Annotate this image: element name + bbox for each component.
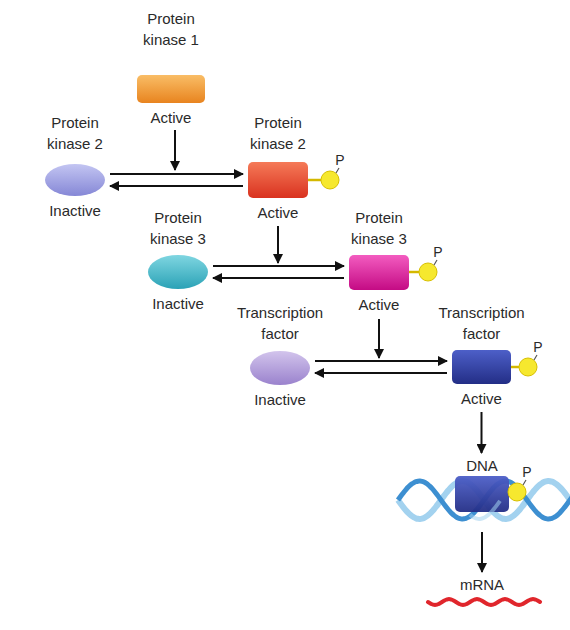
kinase-box: Protein kinase 1Active: [137, 8, 205, 125]
shape-group: [250, 351, 310, 385]
activation-arrow: [378, 319, 380, 358]
protein-name: Protein kinase 1: [131, 8, 211, 50]
kinase-box: Protein kinase 3Active: [349, 207, 409, 316]
phosphate-label: P: [517, 463, 537, 481]
molecule-label: mRNA: [432, 574, 532, 595]
protein-name: Transcription factor: [427, 302, 537, 344]
shape-group: [45, 164, 105, 196]
shape-group: [349, 255, 437, 290]
reaction-arrow: [213, 277, 344, 279]
phosphate-link: [308, 179, 321, 182]
protein-name: Protein kinase 3: [138, 207, 218, 249]
factor-box-shape: [452, 350, 511, 384]
kinase-ellipse-shape: [45, 164, 105, 196]
reaction-arrow: [481, 532, 483, 572]
protein-name: Protein kinase 2: [35, 112, 115, 154]
phosphate-label: P: [528, 338, 548, 356]
mrna-wave: [428, 599, 540, 605]
state-label: Active: [339, 294, 419, 315]
phosphate-link: [409, 271, 419, 274]
kinase-ellipse: Protein kinase 3Inactive: [148, 207, 208, 314]
factor-ellipse: Transcription factorInactive: [250, 302, 310, 410]
state-label: Active: [131, 107, 211, 128]
protein-name: Protein kinase 3: [339, 207, 419, 249]
shape-group: [148, 255, 208, 289]
state-label: Inactive: [225, 389, 335, 410]
reaction-arrow: [315, 360, 447, 362]
protein-name: Transcription factor: [225, 302, 335, 344]
shape-group: [452, 350, 537, 384]
state-label: Inactive: [35, 200, 115, 221]
activation-arrow: [174, 130, 176, 170]
factor-box: Transcription factorActive: [452, 302, 511, 410]
shape-group: [398, 476, 570, 519]
shape-group: [248, 162, 339, 198]
shape-group: [428, 599, 540, 605]
kinase-ellipse-shape: [148, 255, 208, 289]
phosphate-label: P: [428, 243, 448, 261]
factor-ellipse-shape: [250, 351, 310, 385]
phosphate-circle: [519, 358, 537, 376]
activation-arrow: [277, 226, 279, 263]
mrna-strand: mRNA: [432, 574, 532, 610]
dna-strand: [470, 501, 500, 519]
reaction-arrow: [110, 173, 243, 175]
phosphate-link: [511, 366, 519, 369]
phosphate-circle: [419, 263, 437, 281]
state-label: Active: [427, 388, 537, 409]
phosphate-circle: [321, 171, 339, 189]
phosphate-label: P: [330, 151, 350, 169]
phosphate-tick: [534, 355, 537, 360]
shape-group: [137, 75, 205, 103]
reaction-arrow: [315, 372, 447, 374]
protein-name: Protein kinase 2: [238, 112, 318, 154]
state-label: Active: [238, 202, 318, 223]
phosphate-tick: [523, 480, 526, 485]
phosphate-tick: [434, 260, 437, 265]
bound-factor: [455, 476, 509, 512]
phosphate-circle: [508, 483, 526, 501]
kinase-box-shape: [137, 75, 205, 103]
phosphate-tick: [336, 168, 339, 173]
reaction-arrow: [213, 265, 344, 267]
state-label: Inactive: [138, 293, 218, 314]
kinase-box-shape: [248, 162, 308, 198]
reaction-arrow: [481, 412, 483, 453]
kinase-box: Protein kinase 2Active: [248, 112, 308, 223]
kinase-ellipse: Protein kinase 2Inactive: [45, 112, 105, 221]
reaction-arrow: [110, 185, 243, 187]
kinase-box-shape: [349, 255, 409, 290]
